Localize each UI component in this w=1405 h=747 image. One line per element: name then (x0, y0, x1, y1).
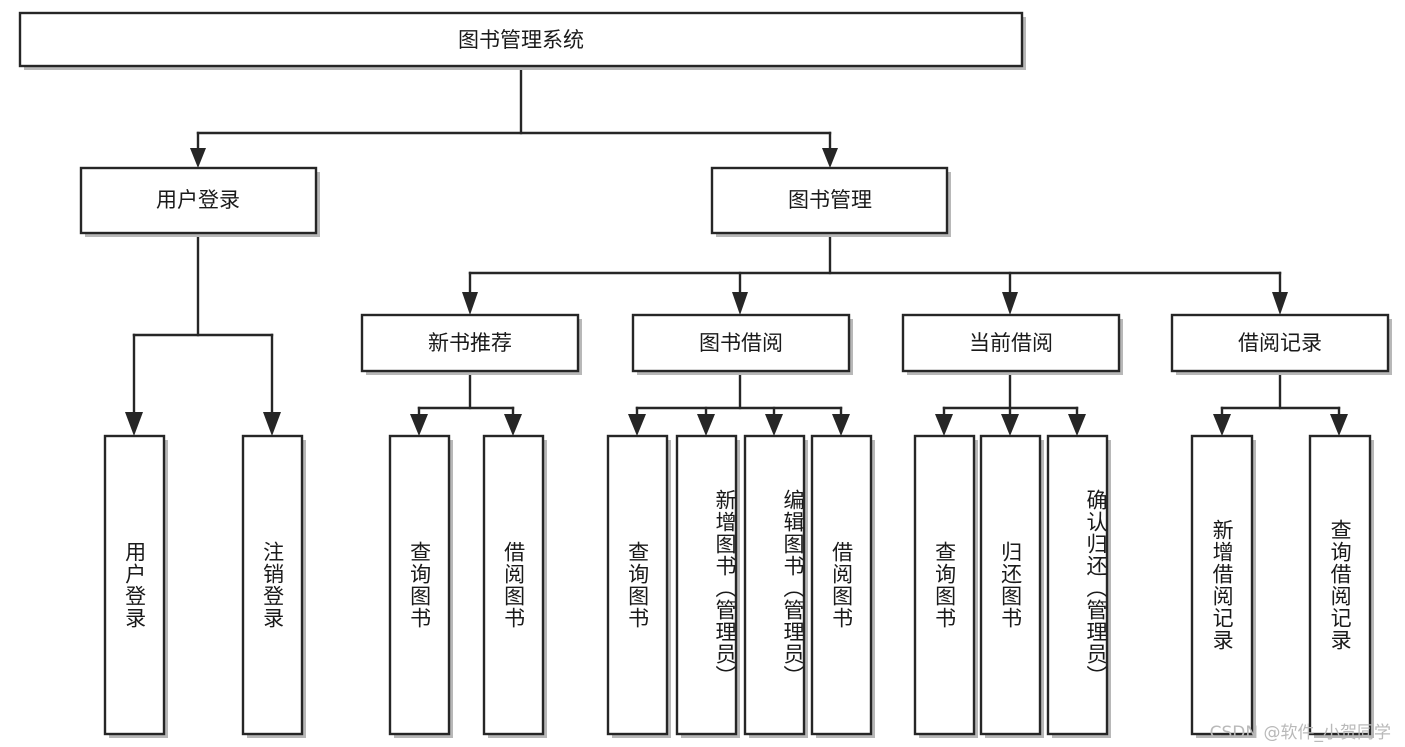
arrowhead-br-l2 (1330, 414, 1348, 436)
node-book-management[interactable]: 图书管理 (710, 166, 951, 237)
arrowhead-borrow-record (1272, 292, 1288, 315)
leaf-node-bb-query-book[interactable] (606, 434, 671, 738)
leaf-cb-confirm-rect[interactable] (1046, 434, 1109, 736)
node-user-login[interactable]: 用户登录 (79, 166, 320, 237)
node-borrowing-record[interactable]: 借阅记录 (1170, 313, 1392, 375)
node-new-book-recommendation-label: 新书推荐 (428, 331, 512, 355)
node-current-borrowing-rect[interactable] (901, 313, 1121, 373)
node-user-login-rect[interactable] (79, 166, 318, 235)
arrowhead-cb-l1 (935, 414, 953, 436)
edge-group-current-borrow-to-leaves (935, 373, 1086, 436)
arrowhead-nbr-l1 (410, 414, 428, 436)
leaf-cb-return-rect[interactable] (979, 434, 1042, 736)
arrowhead-bb-l3 (765, 414, 783, 436)
node-book-borrowing-label: 图书借阅 (699, 331, 783, 355)
arrowhead-user-login (190, 148, 206, 168)
arrowhead-leaf-user-login (125, 412, 143, 436)
leaf-nbr-borrow-rect[interactable] (482, 434, 545, 736)
leaf-node-nbr-borrow-book[interactable] (482, 434, 547, 738)
leaf-br-query-rect[interactable] (1308, 434, 1372, 736)
arrowhead-leaf-logout (263, 412, 281, 436)
edge-group-book-borrow-to-leaves (628, 373, 850, 436)
node-book-management-rect[interactable] (710, 166, 949, 235)
leaf-node-br-add-record[interactable] (1190, 434, 1256, 738)
node-current-borrowing-label: 当前借阅 (969, 331, 1053, 355)
node-book-management-label: 图书管理 (788, 188, 872, 212)
node-book-borrowing-rect[interactable] (631, 313, 851, 373)
arrowhead-nbr-l2 (504, 414, 522, 436)
edge-group-root-to-level2 (190, 64, 838, 168)
node-root-rect[interactable] (18, 11, 1024, 68)
arrowhead-br-l1 (1213, 414, 1231, 436)
leaf-node-cb-confirm-return[interactable] (1046, 434, 1111, 738)
leaf-node-nbr-query-book[interactable] (388, 434, 453, 738)
edge-group-borrow-record-to-leaves (1213, 373, 1348, 436)
leaf-cb-query-rect[interactable] (913, 434, 976, 736)
arrowhead-book-mgmt (822, 148, 838, 168)
leaf-bb-borrow-rect[interactable] (810, 434, 873, 736)
arrowhead-new-book-rec (462, 292, 478, 315)
node-book-borrowing[interactable]: 图书借阅 (631, 313, 853, 375)
node-new-book-recommendation[interactable]: 新书推荐 (360, 313, 582, 375)
leaf-br-add-rect[interactable] (1190, 434, 1254, 736)
leaf-bb-edit-rect[interactable] (743, 434, 806, 736)
leaf-node-bb-edit-book[interactable] (743, 434, 808, 738)
leaf-user-login-rect[interactable] (103, 434, 166, 736)
leaf-bb-add-rect[interactable] (675, 434, 738, 736)
arrowhead-bb-l1 (628, 414, 646, 436)
arrowhead-cb-l3 (1068, 414, 1086, 436)
node-root-label: 图书管理系统 (458, 28, 584, 52)
leaf-node-cb-query-book[interactable] (913, 434, 978, 738)
arrowhead-current-borrow (1002, 292, 1018, 315)
arrowhead-book-borrow (732, 292, 748, 315)
leaf-node-cb-return-book[interactable] (979, 434, 1044, 738)
edge-group-user-login-to-leaves (125, 231, 281, 436)
leaf-node-bb-borrow-book[interactable] (810, 434, 875, 738)
arrowhead-cb-l2 (1001, 414, 1019, 436)
leaf-node-user-login[interactable] (103, 434, 168, 738)
leaf-node-logout[interactable] (241, 434, 306, 738)
edge-group-new-book-rec-to-leaves (410, 373, 522, 436)
arrowhead-bb-l2 (697, 414, 715, 436)
node-user-login-label: 用户登录 (156, 188, 240, 212)
node-borrowing-record-rect[interactable] (1170, 313, 1390, 373)
edge-group-book-mgmt-to-level3 (462, 231, 1288, 315)
leaf-node-br-query-record[interactable] (1308, 434, 1374, 738)
node-current-borrowing[interactable]: 当前借阅 (901, 313, 1123, 375)
leaf-nbr-query-rect[interactable] (388, 434, 451, 736)
arrowhead-bb-l4 (832, 414, 850, 436)
leaf-bb-query-rect[interactable] (606, 434, 669, 736)
leaf-node-bb-add-book[interactable] (675, 434, 740, 738)
node-root[interactable]: 图书管理系统 (18, 11, 1026, 70)
node-borrowing-record-label: 借阅记录 (1238, 331, 1322, 355)
node-new-book-recommendation-rect[interactable] (360, 313, 580, 373)
leaf-logout-rect[interactable] (241, 434, 304, 736)
